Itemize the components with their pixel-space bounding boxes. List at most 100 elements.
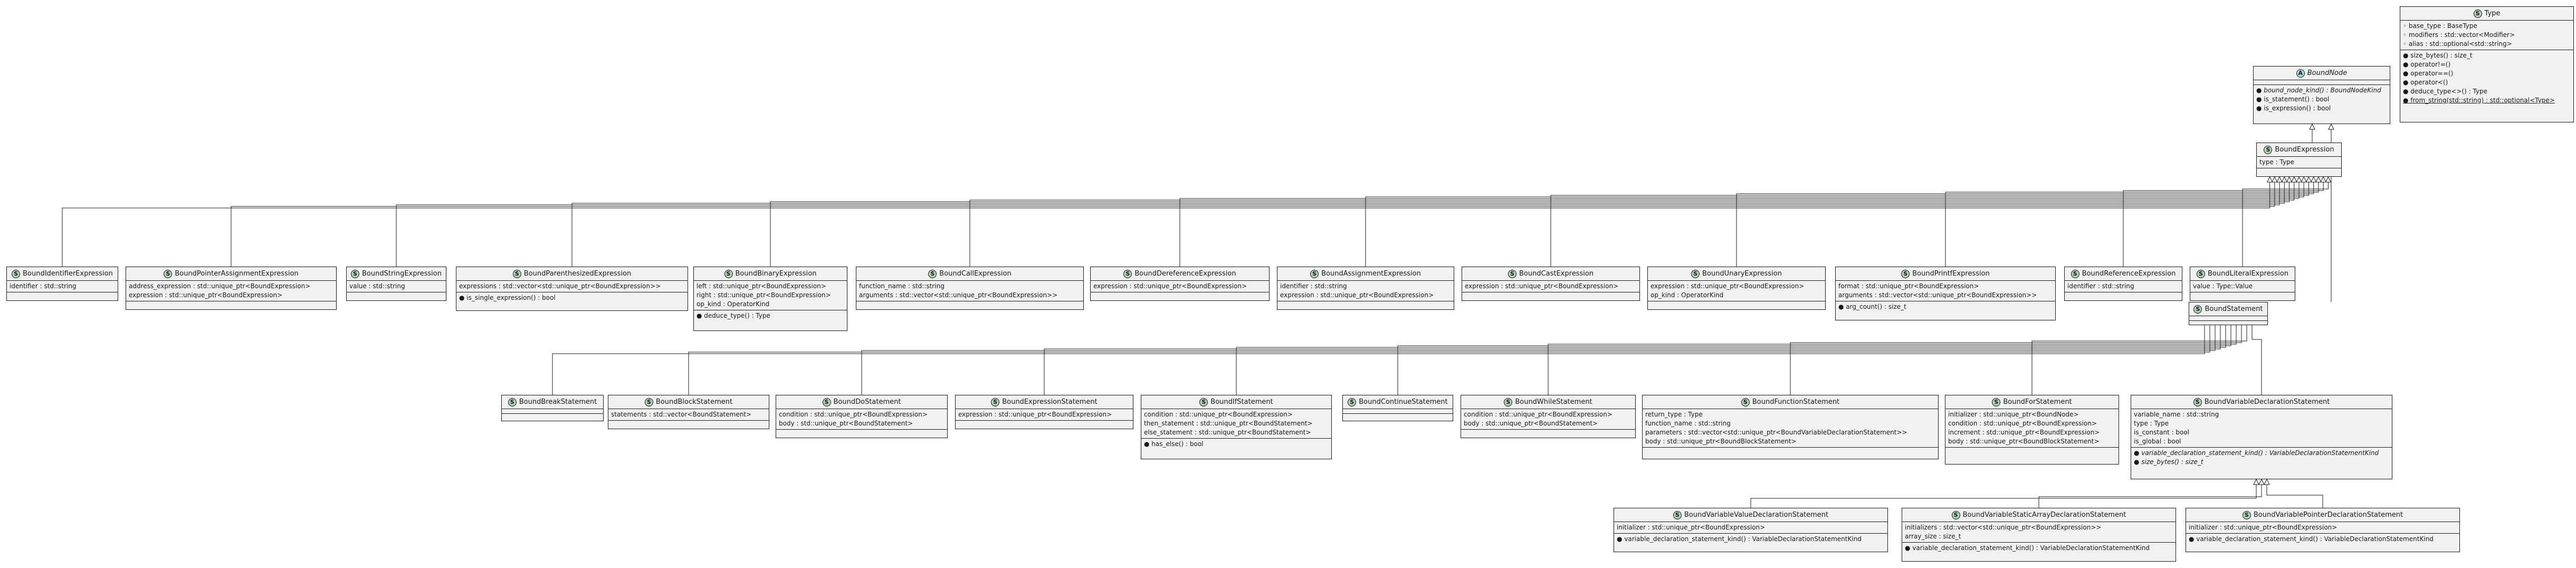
- class-fields: [1343, 409, 1453, 413]
- class-name: BoundVariableStaticArrayDeclarationState…: [1962, 511, 2126, 519]
- inheritance-line: [62, 182, 2270, 267]
- class-field: is_constant : bool: [2134, 429, 2190, 436]
- class-methods: [1343, 413, 1453, 418]
- class-icon: S: [2071, 269, 2079, 278]
- class-field: expression : std::unique_ptr<BoundExpres…: [1093, 282, 1247, 290]
- class-field: parameters : std::vector<std::unique_ptr…: [1645, 429, 1907, 436]
- class-fields: initializer : std::unique_ptr<BoundNode>…: [1945, 409, 2119, 447]
- class-field: ◦ modifiers : std::vector<Modifier>: [2403, 31, 2515, 39]
- class-methods: [1945, 447, 2119, 451]
- class-icon: S: [2264, 145, 2273, 154]
- class-name: BoundReferenceExpression: [2082, 270, 2176, 278]
- class-fields: [2189, 316, 2267, 320]
- class-method: ● variable_declaration_statement_kind() …: [2134, 449, 2379, 457]
- inheritance-line: [1945, 182, 2319, 267]
- class-methods: ● variable_declaration_statement_kind() …: [1614, 533, 1887, 545]
- class-methods: ● variable_declaration_statement_kind() …: [1902, 542, 2176, 554]
- class-name: BoundCastExpression: [1519, 270, 1594, 278]
- inheritance-line: [861, 322, 2216, 395]
- class-methods: [776, 429, 947, 433]
- class-methods: [7, 292, 118, 296]
- class-name: BoundBlockStatement: [655, 398, 733, 406]
- class-method: ● arg_count() : size_t: [1838, 303, 1906, 310]
- class-fields: condition : std::unique_ptr<BoundExpress…: [1141, 409, 1331, 438]
- class-method: ● operator==(): [2403, 70, 2454, 77]
- class-name: BoundContinueStatement: [1359, 398, 1448, 406]
- inheritance-arrow: [2305, 176, 2312, 183]
- class-icon: S: [1951, 510, 1960, 519]
- inheritance-arrow: [2266, 176, 2273, 183]
- class-field: expression : std::unique_ptr<BoundExpres…: [1465, 282, 1619, 290]
- class-fields: initializer : std::unique_ptr<BoundExpre…: [2186, 522, 2459, 533]
- class-icon: S: [2193, 397, 2202, 406]
- class-field: body : std::unique_ptr<BoundBlockStateme…: [1948, 438, 2100, 445]
- class-field: identifier : std::string: [9, 282, 77, 290]
- class-field: initializer : std::unique_ptr<BoundExpre…: [1617, 524, 1766, 531]
- inheritance-line: [1236, 322, 2226, 395]
- class-methods: ● arg_count() : size_t: [1836, 301, 2055, 313]
- class-field: body : std::unique_ptr<BoundBlockStateme…: [1645, 438, 1797, 445]
- inheritance-line: [2242, 182, 2329, 267]
- class-icon: S: [12, 269, 21, 278]
- class-fields: expression : std::unique_ptr<BoundExpres…: [1462, 281, 1639, 292]
- class-methods: [502, 413, 603, 418]
- inheritance-arrow: [2264, 478, 2270, 485]
- inheritance-line: [552, 322, 2205, 395]
- class-method: ● variable_declaration_statement_kind() …: [1617, 535, 1862, 543]
- class-icon: S: [991, 397, 1000, 406]
- inheritance-arrow: [2286, 176, 2293, 183]
- class-name: BoundPointerAssignmentExpression: [175, 270, 299, 278]
- class-fields: identifier : std::string: [2065, 281, 2182, 292]
- class-icon: S: [508, 397, 517, 406]
- class-field: then_statement : std::unique_ptr<BoundSt…: [1144, 420, 1313, 427]
- inheritance-arrow: [2328, 123, 2334, 130]
- class-method: ● deduce_type<>() : Type: [2403, 88, 2488, 95]
- class-name: BoundStatement: [2205, 305, 2263, 313]
- class-name: BoundVariablePointerDeclarationStatement: [2253, 511, 2403, 519]
- class-fields: type : Type: [2257, 157, 2341, 168]
- class-field: ◦ base_type : BaseType: [2403, 22, 2477, 30]
- inheritance-arrow: [2315, 176, 2322, 183]
- inheritance-line: [2251, 322, 2262, 395]
